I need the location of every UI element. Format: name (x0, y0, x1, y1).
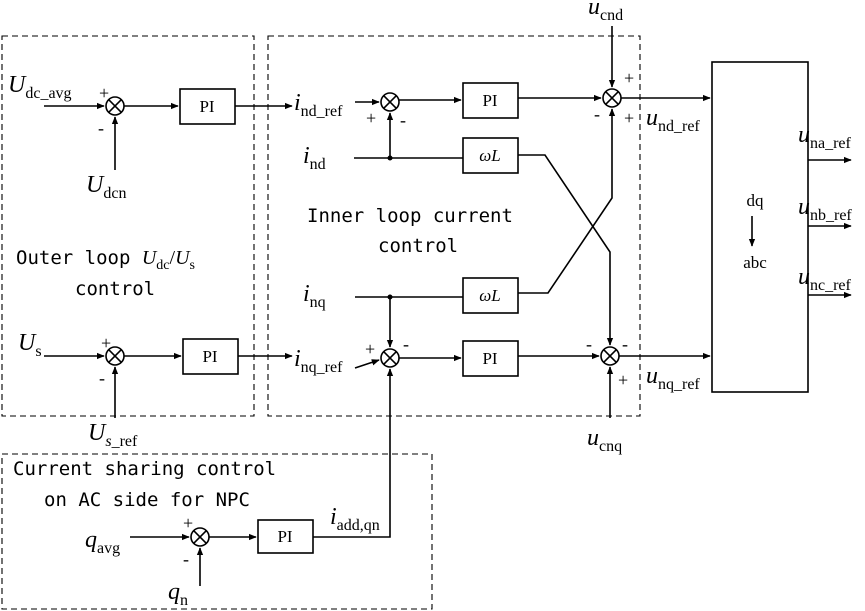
label-qn: qn (168, 579, 188, 609)
outer-loop-region (1, 35, 255, 417)
sum-ud (602, 88, 622, 108)
sign-minus-udcn: - (98, 118, 104, 138)
sign-minus-cross-q: - (622, 334, 628, 354)
sum-uq (600, 346, 620, 366)
inner-loop-title-line2: control (378, 235, 458, 257)
outer-loop-title-line2: control (75, 278, 155, 300)
label-und-ref: und_ref (646, 105, 700, 135)
sum-sharing (190, 527, 210, 547)
label-udcn: Udcn (86, 172, 126, 202)
abc-label: abc (743, 253, 767, 272)
label-ucnd: ucnd (588, 0, 623, 24)
wire-cross-q-to-d (518, 108, 616, 294)
sign-plus-udc: + (99, 83, 109, 103)
sign-minus-us-ref: - (99, 368, 105, 388)
svg-text:PI: PI (482, 91, 497, 110)
sign-minus-cross-d: - (594, 104, 600, 124)
sign-plus-qavg: + (183, 513, 193, 533)
node-inq (387, 294, 393, 300)
pi-block-us: PI (182, 338, 239, 375)
dq-label: dq (747, 191, 765, 210)
label-ucnq: ucnq (587, 425, 622, 455)
label-inq: inq (303, 281, 326, 311)
svg-text:PI: PI (202, 347, 217, 366)
sum-iq (380, 348, 400, 368)
sign-minus-ind: - (400, 110, 406, 130)
wire-inq-ref-sum (354, 359, 380, 369)
label-us-ref: Us_ref (88, 420, 138, 450)
sign-minus-qn: - (183, 549, 189, 569)
wire-iadd (313, 368, 394, 538)
svg-text:ωL: ωL (479, 146, 500, 165)
label-unq-ref: unq_ref (646, 363, 700, 393)
label-inq-ref: inq_ref (294, 346, 343, 376)
label-ind-ref: ind_ref (294, 90, 343, 120)
pi-block-id: PI (462, 82, 519, 119)
sign-plus-pi-d: + (624, 108, 634, 128)
dq-abc-block: dq abc (711, 61, 809, 393)
omega-l-block-d: ωL (462, 137, 519, 174)
label-us: Us (18, 330, 42, 360)
sum-id (380, 92, 400, 112)
label-unb-ref: unb_ref (798, 194, 852, 224)
omega-l-block-q: ωL (462, 277, 519, 314)
wire-cross-d-to-q (518, 154, 614, 346)
label-qavg: qavg (85, 527, 120, 557)
outer-loop-title: Outer loop Udc/Us (16, 247, 195, 273)
node-ind (387, 155, 393, 161)
inner-loop-title-line1: Inner loop current (307, 205, 513, 227)
svg-text:PI: PI (199, 97, 214, 116)
signs: + - + - + - + - + - + - - + + - (98, 68, 634, 569)
svg-text:PI: PI (482, 349, 497, 368)
svg-text:PI: PI (277, 527, 292, 546)
sign-minus-pi-q: - (586, 334, 592, 354)
sign-plus-ucnq: + (618, 370, 628, 390)
sign-plus-ind-ref: + (366, 108, 376, 128)
pi-block-sharing: PI (257, 519, 314, 554)
sign-plus-ucnd: + (624, 68, 634, 88)
label-una-ref: una_ref (798, 122, 852, 152)
sign-plus-inq-ref: + (365, 339, 375, 359)
label-iadd: iadd,qn (330, 504, 380, 534)
pi-block-iq: PI (462, 340, 519, 377)
label-udc-avg: Udc_avg (8, 72, 72, 102)
svg-text:ωL: ωL (479, 286, 500, 305)
sharing-title-line1: Current sharing control (13, 458, 276, 480)
label-unc-ref: unc_ref (798, 264, 852, 294)
pi-block-udc: PI (179, 88, 236, 125)
sign-plus-us: + (101, 333, 111, 353)
sharing-title-line2: on AC side for NPC (44, 489, 250, 511)
current-sharing-region (1, 453, 433, 610)
label-ind: ind (303, 143, 326, 173)
inner-loop-region (267, 35, 641, 417)
sign-minus-inq: - (403, 334, 409, 354)
